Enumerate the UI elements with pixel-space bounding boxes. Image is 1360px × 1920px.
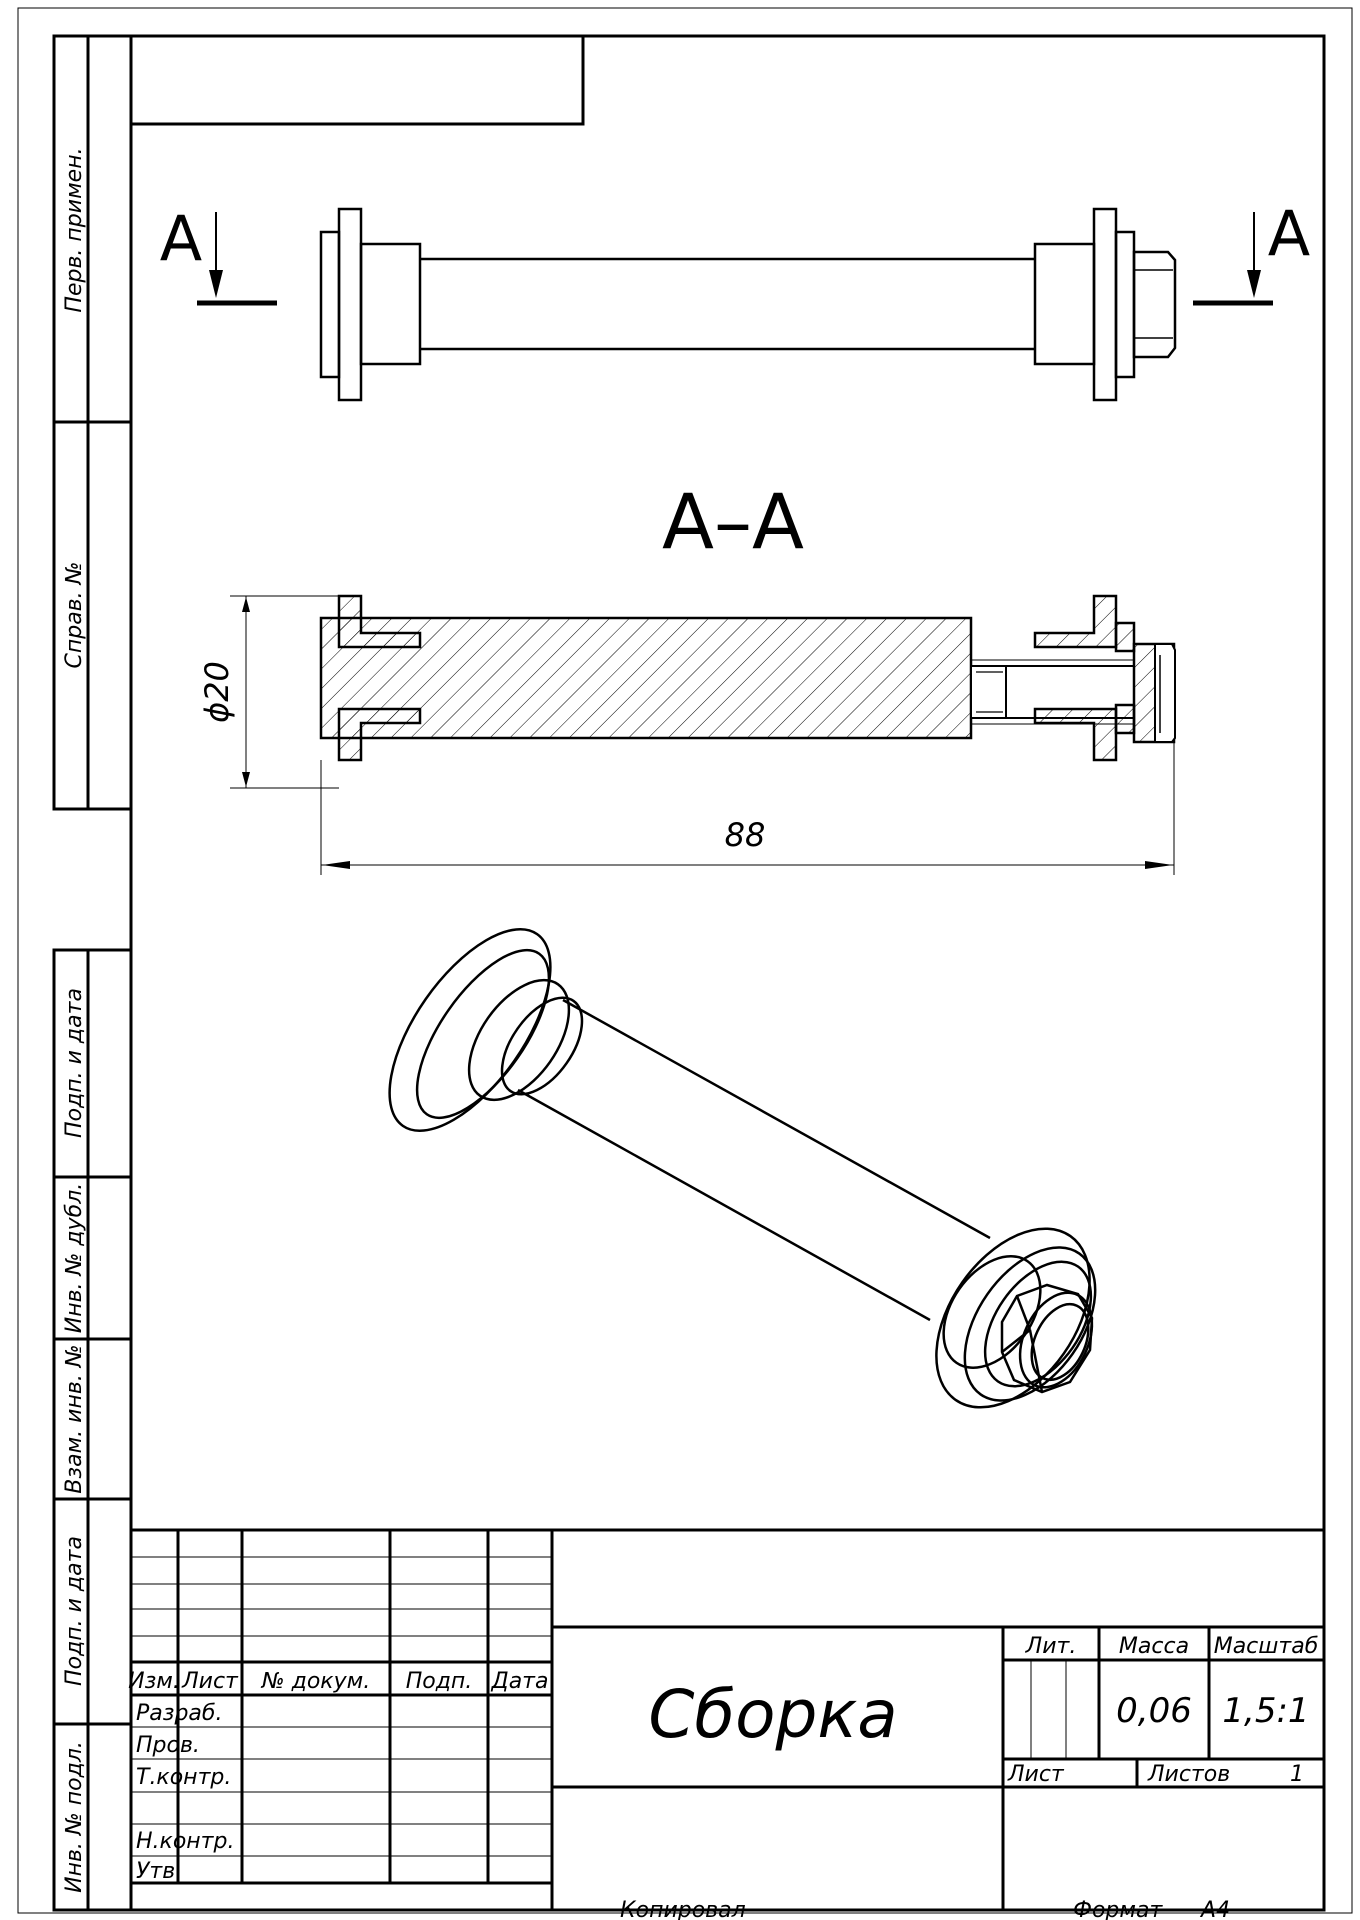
stamp-podp-data-2: Подп. и дата xyxy=(62,1536,87,1686)
sheet-label: Лист xyxy=(1007,1762,1065,1787)
title-block-column-headers: Изм. Лист № докум. Подп. Дата xyxy=(128,1669,548,1694)
sheets-label: Листов xyxy=(1147,1762,1230,1787)
section-title: А–А xyxy=(662,477,804,566)
left-stamp-columns xyxy=(52,34,133,1912)
stamp-podp-data-1: Подп. и дата xyxy=(62,988,87,1138)
scale-value: 1,5:1 xyxy=(1222,1691,1309,1731)
top-left-box xyxy=(131,36,585,126)
col-header-podp: Подп. xyxy=(406,1669,473,1694)
isometric-view xyxy=(388,928,1097,1409)
drawing-name: Сборка xyxy=(648,1676,897,1753)
outer-border xyxy=(17,7,1353,1914)
col-header-data: Дата xyxy=(491,1669,549,1694)
col-header-izm: Изм. xyxy=(128,1669,180,1694)
section-marker-left: А xyxy=(160,202,277,306)
role-utv: Утв. xyxy=(136,1859,182,1884)
col-header-list: Лист xyxy=(181,1669,239,1694)
main-frame xyxy=(129,34,1326,1912)
stamp-inv-podl: Инв. № подл. xyxy=(62,1741,87,1893)
role-n-kontr: Н.контр. xyxy=(136,1829,234,1854)
front-view xyxy=(319,207,1177,402)
mass-value: 0,06 xyxy=(1116,1691,1192,1731)
section-marker-right: А xyxy=(1193,197,1310,306)
stamp-vzam-inv: Взам. инв. № xyxy=(62,1344,87,1493)
stamp-perv-primen: Перв. примен. xyxy=(62,147,87,312)
title-block-roles: Разраб. Пров. Т.контр. Н.контр. Утв. xyxy=(136,1701,234,1884)
footer-format-value: А4 xyxy=(1199,1898,1230,1920)
section-view xyxy=(319,594,1176,762)
col-header-doc-no: № докум. xyxy=(261,1669,370,1694)
role-razrab: Разраб. xyxy=(136,1701,222,1726)
footer-format-label: Формат xyxy=(1073,1898,1163,1920)
role-t-kontr: Т.контр. xyxy=(136,1765,231,1790)
scale-label: Масштаб xyxy=(1214,1634,1319,1659)
dim-diameter-label: ϕ20 xyxy=(198,661,236,723)
stamp-sprav-no: Справ. № xyxy=(62,561,87,668)
dimension-diameter: ϕ20 xyxy=(198,595,339,789)
title-block-grid xyxy=(131,1528,1324,1910)
dim-length-label: 88 xyxy=(725,816,766,854)
section-letter-right: А xyxy=(1268,197,1310,270)
section-letter-left: А xyxy=(160,202,202,275)
lit-label: Лит. xyxy=(1025,1634,1077,1659)
mass-label: Масса xyxy=(1119,1634,1189,1659)
dimension-length: 88 xyxy=(320,742,1175,875)
footer-copied: Копировал xyxy=(620,1898,746,1920)
sheets-value: 1 xyxy=(1290,1762,1304,1787)
stamp-inv-dubl: Инв. № дубл. xyxy=(62,1183,87,1334)
role-prov: Пров. xyxy=(136,1733,200,1758)
